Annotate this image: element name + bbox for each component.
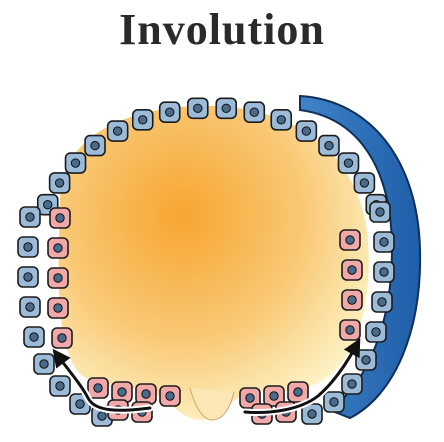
ectoderm-cell — [366, 322, 386, 342]
mesoderm-cell — [88, 378, 108, 398]
ectoderm-cell — [271, 110, 291, 130]
mesoderm-cell — [48, 298, 68, 318]
ectoderm-cell — [374, 262, 394, 282]
mesoderm-cell — [342, 260, 362, 280]
mesoderm-cell — [48, 238, 68, 258]
ectoderm-cell — [50, 376, 70, 396]
ectoderm-cell — [216, 98, 236, 118]
mesoderm-cell — [288, 382, 308, 402]
mesoderm-cell — [52, 328, 72, 348]
ectoderm-cell — [18, 267, 38, 287]
ectoderm-cell — [374, 232, 394, 252]
ectoderm-cell — [354, 173, 374, 193]
ectoderm-cell — [108, 121, 128, 141]
mesoderm-cell — [112, 382, 132, 402]
ectoderm-cell — [24, 327, 44, 347]
ectoderm-cell — [85, 136, 105, 156]
ectoderm-cell — [160, 102, 180, 122]
ectoderm-cell — [338, 153, 358, 173]
mesoderm-cell — [160, 386, 180, 406]
ectoderm-cell — [296, 121, 316, 141]
ectoderm-cell — [133, 110, 153, 130]
mesoderm-cell — [48, 268, 68, 288]
ectoderm-cell — [50, 173, 70, 193]
ectoderm-cell — [20, 207, 40, 227]
mesoderm-cell — [136, 384, 156, 404]
ectoderm-cell — [342, 374, 362, 394]
mesoderm-cell — [340, 230, 360, 250]
ectoderm-cell — [356, 350, 376, 370]
ectoderm-cell — [372, 292, 392, 312]
ectoderm-cell — [370, 202, 390, 222]
mesoderm-cell — [340, 320, 360, 340]
mesoderm-cell — [50, 208, 70, 228]
ectoderm-cell — [66, 153, 86, 173]
ectoderm-cell — [319, 136, 339, 156]
ectoderm-cell — [324, 392, 344, 412]
mesoderm-cell — [342, 290, 362, 310]
ectoderm-cell — [20, 297, 40, 317]
ectoderm-cell — [18, 237, 38, 257]
ectoderm-cell — [244, 102, 264, 122]
ectoderm-cell — [188, 98, 208, 118]
ectoderm-cell — [34, 354, 54, 374]
